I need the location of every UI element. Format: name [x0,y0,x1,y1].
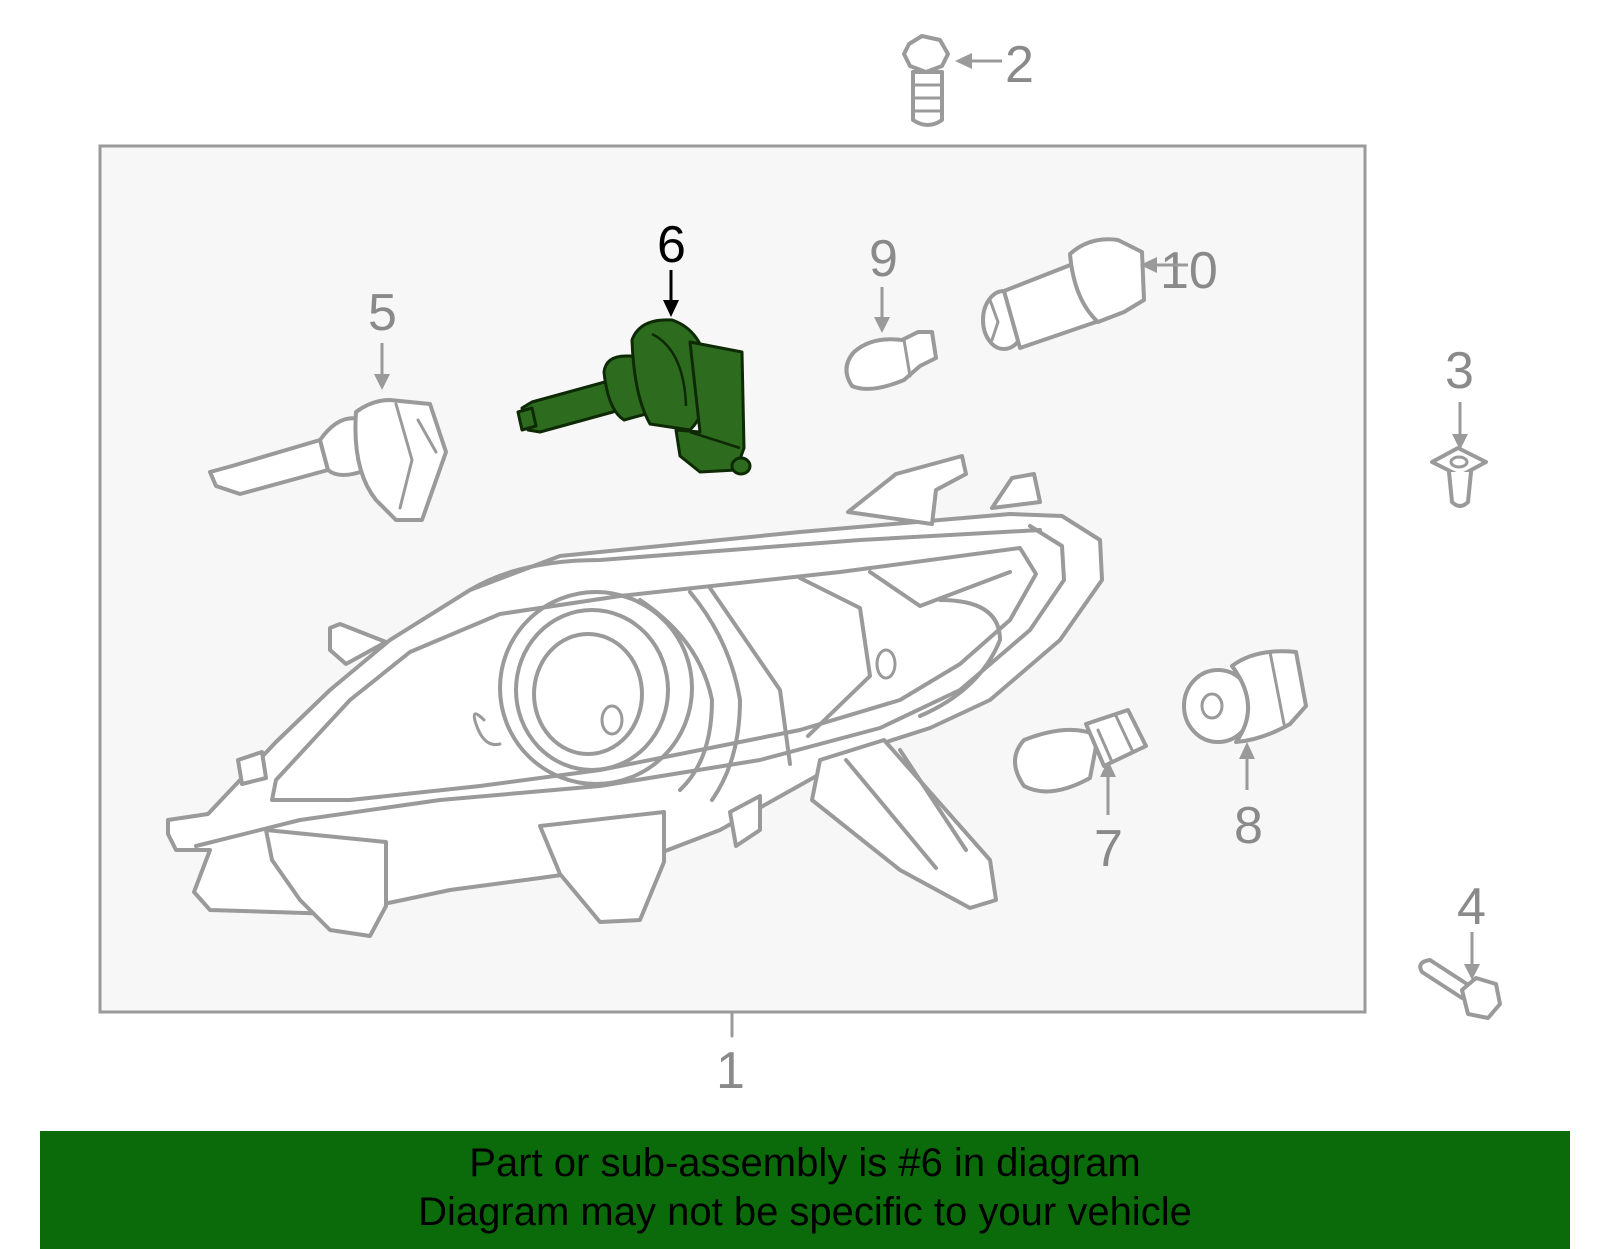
socket-part-10[interactable] [981,237,1146,351]
arrow-2 [955,53,1002,69]
callout-8[interactable]: 8 [1234,797,1263,855]
bulb-part-7[interactable] [1013,708,1148,794]
bolt-part-4[interactable] [1418,958,1502,1020]
bulb-part-9[interactable] [844,330,938,391]
arrow-4 [1464,932,1480,980]
callout-1[interactable]: 1 [716,1042,745,1100]
arrow-5 [374,343,390,390]
arrow-9 [874,287,890,333]
headlamp-assembly-part-1[interactable] [166,454,1104,938]
info-banner: Part or sub-assembly is #6 in diagram Di… [40,1131,1570,1249]
bulb-part-6-highlighted[interactable] [516,318,752,476]
socket-part-8[interactable] [1182,649,1308,744]
banner-line-1: Part or sub-assembly is #6 in diagram [469,1141,1141,1185]
callout-6[interactable]: 6 [657,216,686,274]
arrow-3 [1452,402,1468,450]
callout-5[interactable]: 5 [368,284,397,342]
callout-4[interactable]: 4 [1457,878,1486,936]
callout-7[interactable]: 7 [1094,820,1123,878]
callout-3[interactable]: 3 [1445,342,1474,400]
bulb-part-5[interactable] [208,398,448,522]
banner-line-2: Diagram may not be specific to your vehi… [418,1190,1192,1234]
bolt-part-2[interactable] [902,34,950,127]
callout-10[interactable]: 10 [1160,242,1218,300]
arrow-10 [1140,257,1188,273]
callout-2[interactable]: 2 [1005,36,1034,94]
callout-9[interactable]: 9 [869,230,898,288]
arrow-7 [1100,760,1116,815]
arrow-8 [1239,742,1255,790]
parts-diagram: 1 2 3 4 5 6 7 8 9 10 [98,34,1502,1100]
clip-part-3[interactable] [1430,446,1488,508]
arrow-6 [663,270,679,317]
